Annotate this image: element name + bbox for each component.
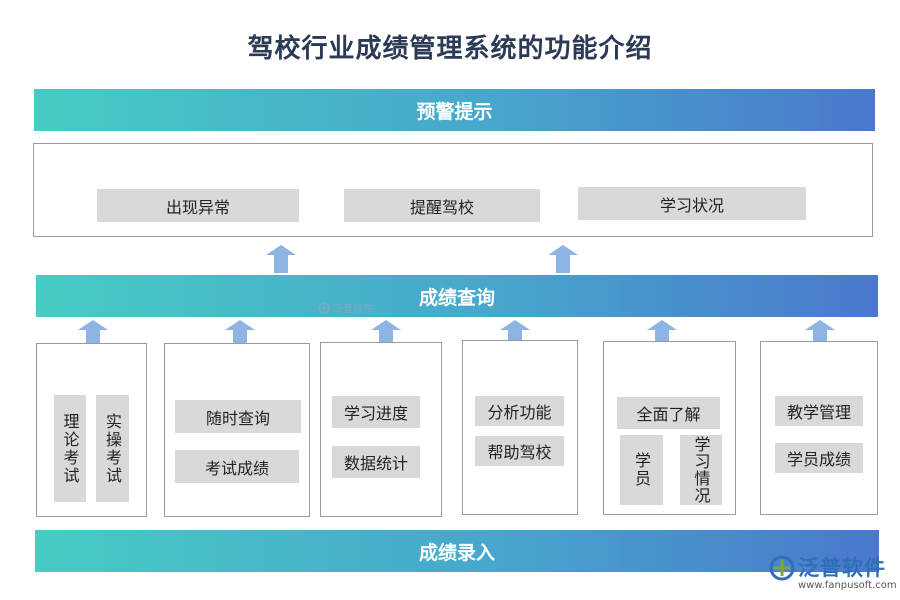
- group-exams-frame: [36, 343, 147, 517]
- watermark-center: 泛普软件: [318, 300, 373, 315]
- chip-anytime-query: 随时查询: [175, 400, 301, 433]
- logo-mark-icon: [318, 301, 330, 314]
- brand-logo-icon: [769, 555, 795, 581]
- up-arrow-icon: [805, 320, 835, 348]
- chip-trainees-text: 学员: [632, 452, 651, 488]
- chip-study-progress: 学习进度: [332, 396, 420, 428]
- warning-item-study-status: 学习状况: [578, 187, 806, 220]
- group-progress-frame: [320, 342, 442, 517]
- up-arrow-icon: [647, 320, 677, 348]
- chip-analysis-function: 分析功能: [475, 396, 564, 426]
- group-teaching-frame: [760, 341, 878, 515]
- chip-practical-exam: 实操考试: [96, 395, 129, 502]
- warning-item-abnormal: 出现异常: [97, 189, 299, 222]
- chip-theory-exam-text: 理论考试: [60, 412, 80, 485]
- chip-help-school: 帮助驾校: [475, 436, 564, 466]
- up-arrow-icon: [225, 320, 255, 348]
- group-analysis-frame: [462, 340, 578, 515]
- chip-full-understanding: 全面了解: [617, 397, 720, 429]
- up-arrow-icon: [500, 320, 530, 348]
- band-entry: 成绩录入: [35, 530, 879, 572]
- band-warning-label: 预警提示: [416, 100, 493, 123]
- chip-study-situation: 学习情况: [680, 435, 722, 505]
- up-arrow-icon: [266, 245, 296, 273]
- brand-logo: 泛普软件 www.fanpusoft.com: [768, 552, 898, 598]
- brand-logo-url: www.fanpusoft.com: [798, 580, 897, 591]
- band-query-label: 成绩查询: [418, 286, 495, 309]
- chip-exam-scores: 考试成绩: [175, 450, 299, 483]
- chip-teaching-management: 教学管理: [775, 396, 863, 426]
- chip-data-statistics: 数据统计: [332, 446, 420, 478]
- band-warning: 预警提示: [34, 89, 875, 131]
- up-arrow-icon: [78, 320, 108, 348]
- band-entry-label: 成绩录入: [418, 541, 495, 564]
- chip-practical-exam-text: 实操考试: [103, 412, 122, 485]
- watermark-center-text: 泛普软件: [333, 304, 373, 315]
- band-query: 成绩查询: [36, 275, 878, 317]
- chip-trainees: 学员: [620, 435, 663, 505]
- brand-logo-name: 泛普软件: [798, 556, 886, 580]
- chip-study-situation-text: 学习情况: [691, 436, 711, 504]
- chip-trainee-scores: 学员成绩: [775, 443, 863, 473]
- page-title: 驾校行业成绩管理系统的功能介绍: [247, 34, 653, 64]
- chip-theory-exam: 理论考试: [54, 395, 86, 502]
- warning-item-remind-school: 提醒驾校: [344, 189, 540, 222]
- up-arrow-icon: [371, 320, 401, 348]
- up-arrow-icon: [548, 245, 578, 273]
